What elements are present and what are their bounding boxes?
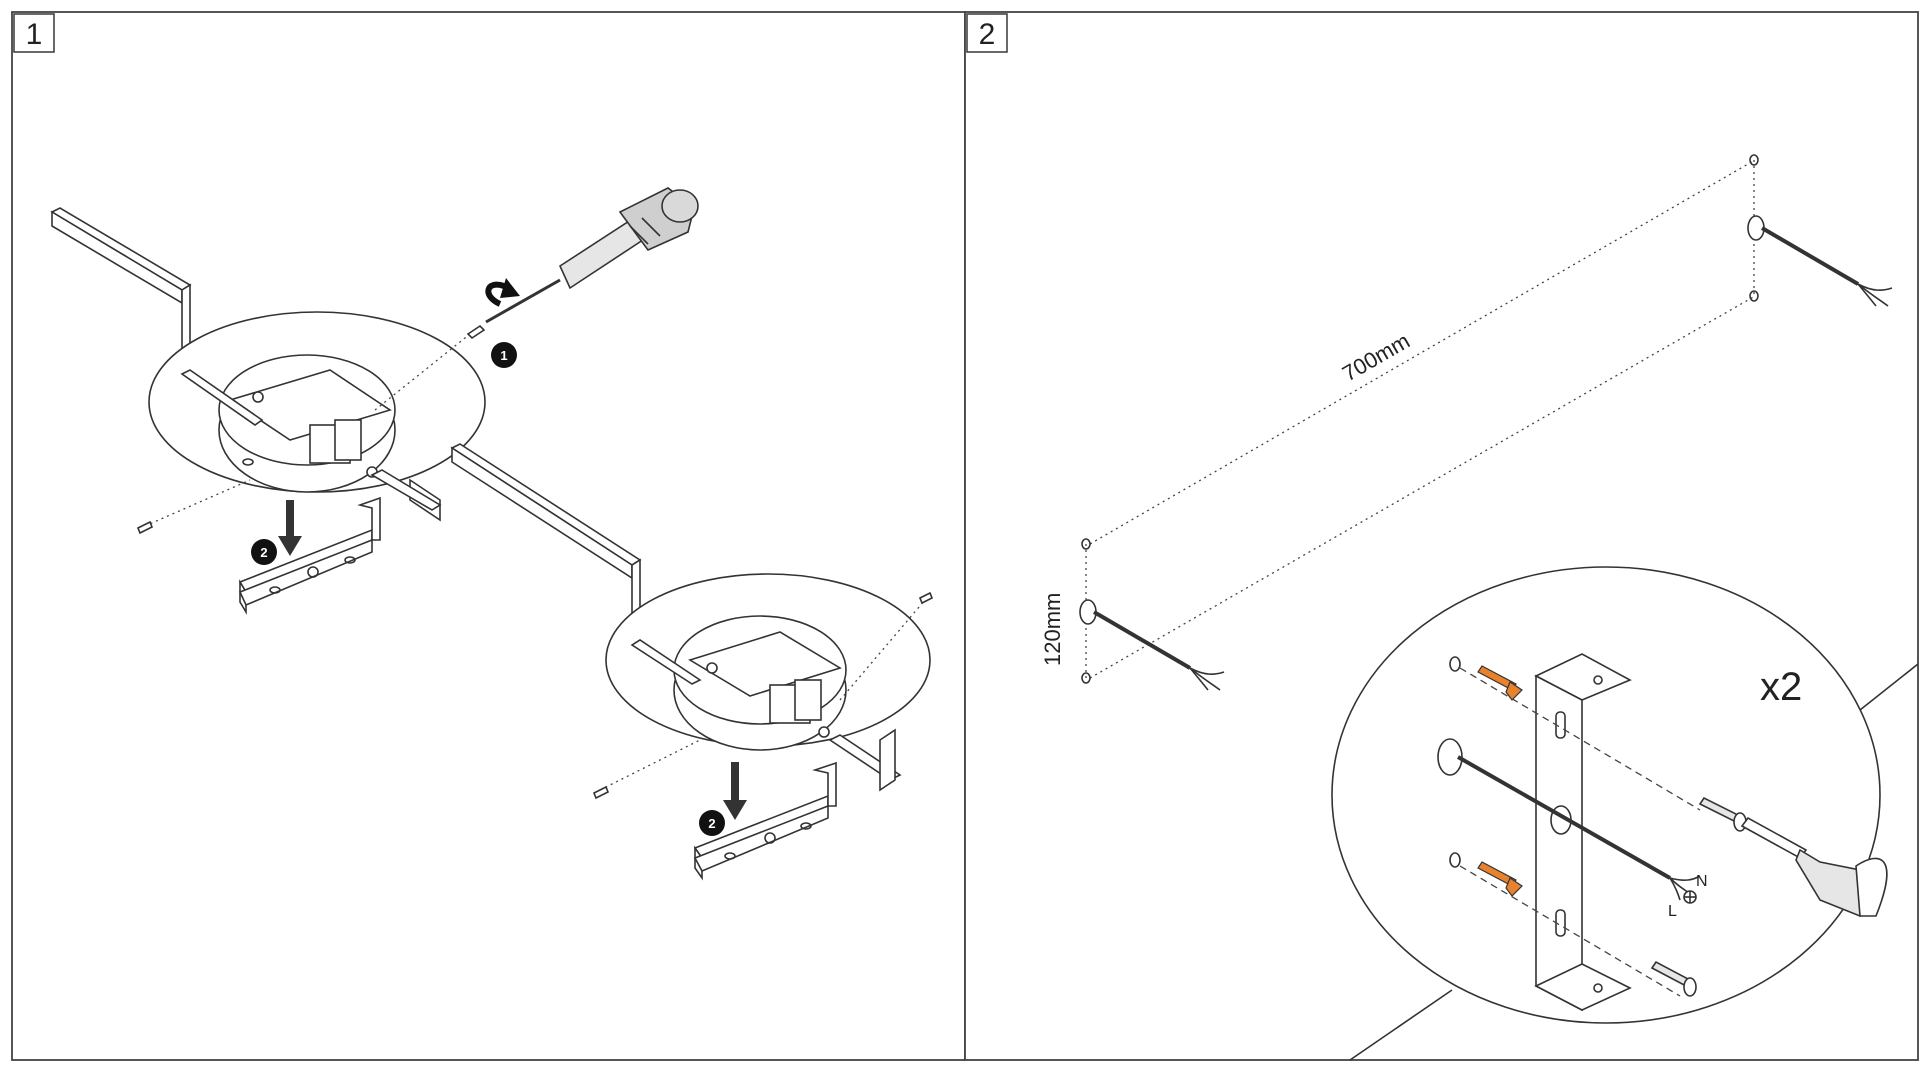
detail-screw-bottom: [1650, 960, 1697, 997]
detail-dashed-guides: [1459, 667, 1701, 997]
screw-left: [136, 520, 154, 535]
power-cable-left: [1079, 599, 1225, 691]
step-badge-2-left: 2: [251, 539, 277, 565]
mounting-bracket-left: [238, 496, 381, 615]
panel-1-number: 1: [26, 18, 43, 51]
svg-text:2: 2: [708, 816, 715, 831]
screw-right: [918, 591, 934, 605]
panel-2-number: 2: [979, 18, 996, 51]
panel-1-frame: [11, 11, 966, 1061]
earth-symbol-icon: [1683, 890, 1697, 904]
detail-bracket: [1534, 653, 1632, 1012]
detail-magnifier-circle: [1331, 566, 1881, 1024]
quantity-multiplier: x2: [1760, 665, 1802, 709]
wire-label-neutral: N: [1696, 873, 1708, 890]
screw-bottom: [592, 785, 610, 800]
detail-power-cable: N L: [1437, 738, 1708, 920]
down-arrow-icon: [278, 500, 747, 820]
screw-alignment-lines: [144, 329, 926, 791]
svg-text:2: 2: [260, 545, 267, 560]
height-dimension-label: 120mm: [1040, 593, 1065, 666]
wall-anchor-top: [1449, 656, 1523, 701]
mounting-bracket-right: [693, 761, 837, 881]
detail-screw-top: [1698, 796, 1747, 832]
step-badge-1: 1: [491, 342, 517, 368]
panel-2-number-box: 2: [966, 13, 1008, 53]
power-cable-right: [1747, 215, 1893, 307]
panel-1-number-box: 1: [13, 13, 55, 53]
step-badge-2-right: 2: [699, 810, 725, 836]
ceiling-canopy-right: [605, 573, 931, 792]
wire-label-live: L: [1668, 903, 1677, 920]
rotate-arrow-icon: [485, 278, 520, 307]
wall-anchor-bottom: [1449, 852, 1523, 897]
detail-screwdriver: [1740, 816, 1888, 917]
ceiling-canopy-left: [148, 311, 486, 493]
screwdriver-icon: [485, 187, 699, 324]
detail-callout-lines: [1349, 663, 1919, 1061]
svg-text:1: 1: [500, 348, 507, 363]
screw-top: [466, 324, 486, 340]
